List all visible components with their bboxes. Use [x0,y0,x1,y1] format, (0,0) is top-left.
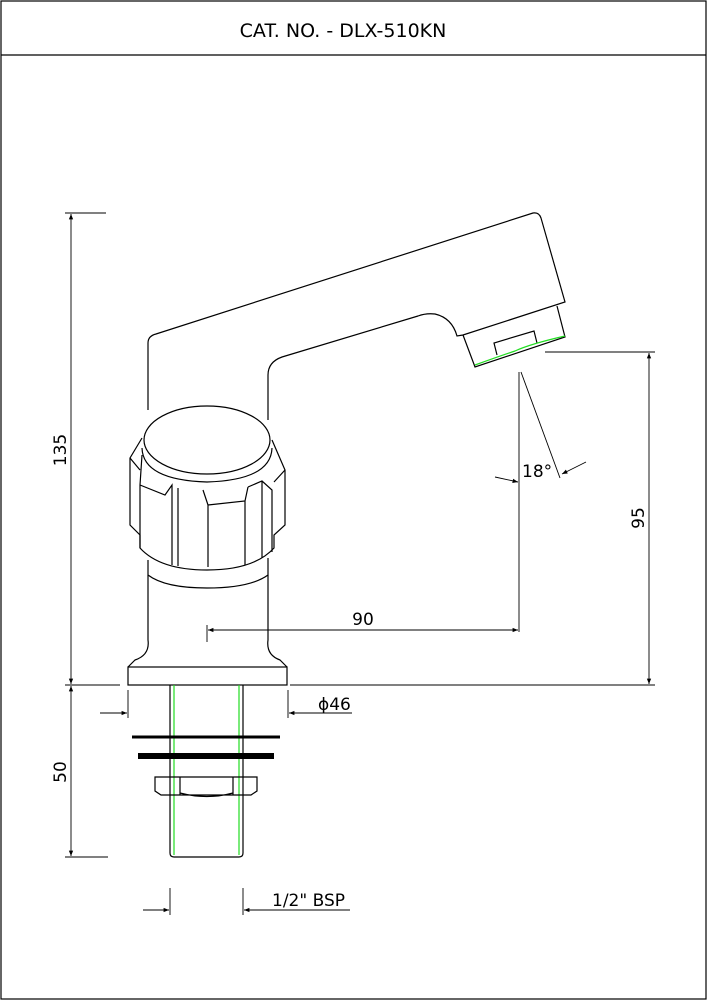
base-plate [127,666,288,686]
aerator-insert [493,330,538,356]
dim-50-label: 50 [51,761,71,783]
dim-90-label: 90 [352,610,374,630]
aerator-thread-line [474,335,566,366]
knob-body [129,437,286,571]
spout [147,212,566,420]
inlet-pipe [169,685,244,858]
dim-diameter-label: ϕ46 [318,695,351,715]
pipe-thread-lines [173,685,240,855]
catalog-title: CAT. NO. - DLX-510KN [240,20,447,42]
lock-nut [154,776,258,798]
spray-angle-line [520,371,561,479]
neck-ring [147,558,269,589]
knob-rim [141,447,273,483]
spray-angle-label: 18° [522,462,552,482]
dim-135-label: 135 [51,434,71,466]
lower-body [127,575,288,668]
thread-size-label: 1/2" BSP [272,891,345,911]
dimension-lines [65,212,655,915]
faucet-drawing [127,212,566,858]
knob-cap [143,405,271,475]
knob-flutes [129,454,286,567]
dim-95-label: 95 [629,507,649,529]
aerator [462,305,566,368]
